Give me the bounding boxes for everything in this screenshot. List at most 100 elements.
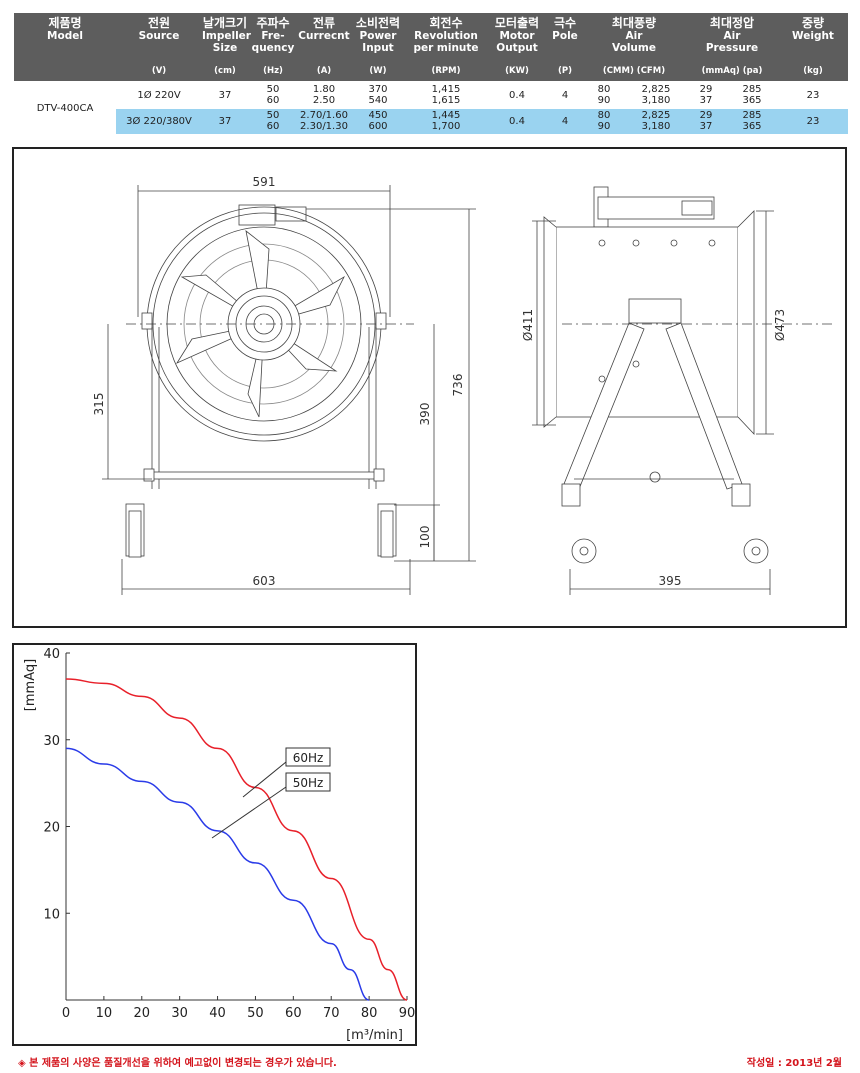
header-en-label: Volume (612, 42, 656, 54)
side-view (532, 186, 834, 595)
legend-label: 50Hz (293, 776, 324, 790)
dim-axis-height: 390 (418, 403, 432, 426)
header-en-label: Fre- (261, 30, 285, 42)
header-en-label: Source (138, 30, 180, 42)
dim-base-width: 603 (253, 574, 276, 588)
header-ko-label: 제품명 (48, 16, 82, 30)
series-line-50hz (65, 747, 370, 1001)
header-en-label: per minute (413, 42, 479, 54)
pole-cell: 4 (561, 90, 569, 101)
header-en-label: Size (212, 42, 238, 54)
header-ko-label: 중량 (801, 16, 825, 30)
header-unit: (W) (369, 66, 387, 76)
legend-label: 60Hz (293, 751, 324, 765)
header-en-label: Output (496, 42, 538, 54)
dim-width-top: 591 (253, 175, 276, 189)
header-unit: (kg) (803, 66, 823, 76)
y-tick-label: 30 (43, 734, 60, 749)
header-en-label: Pressure (705, 42, 759, 54)
header-unit: (RPM) (431, 66, 461, 76)
footer-date: 작성일 : 2013년 2월 (746, 1058, 842, 1069)
front-view (102, 185, 476, 595)
header-en-label: Currecnt (298, 30, 350, 42)
header-en-label: Air (625, 30, 643, 42)
pole-cell: 4 (561, 116, 569, 127)
header-ko-label: 날개크기 (202, 16, 248, 30)
header-unit: (V) (151, 66, 167, 76)
header-en-label: Power (359, 30, 397, 42)
x-tick-label: 90 (399, 1006, 415, 1021)
technical-drawing: 591 315 390 736 100 603 Ø411 Ø473 395 (12, 147, 847, 628)
header-en-label: Input (362, 42, 394, 54)
x-tick-label: 70 (323, 1006, 340, 1021)
x-tick-label: 50 (247, 1006, 264, 1021)
x-tick-label: 10 (96, 1006, 113, 1021)
y-tick-label: 40 (43, 647, 60, 662)
dim-inner-diameter: Ø411 (521, 309, 535, 341)
header-unit: (KW) (505, 66, 529, 76)
x-tick-label: 60 (285, 1006, 302, 1021)
dim-total-height: 736 (451, 374, 465, 397)
dim-outer-diameter: Ø473 (773, 309, 787, 341)
x-tick-label: 40 (209, 1006, 226, 1021)
header-ko-label: 모터출력 (494, 16, 540, 30)
header-unit: (P) (558, 66, 572, 76)
y-tick-label: 20 (43, 821, 60, 836)
x-tick-label: 80 (361, 1006, 378, 1021)
header-unit: (CMM) (CFM) (602, 66, 666, 76)
header-ko-label: 주파수 (256, 16, 290, 30)
x-tick-label: 30 (171, 1006, 188, 1021)
header-en-label: Motor (499, 30, 535, 42)
motor-cell: 0.4 (509, 90, 525, 101)
motor-cell: 0.4 (509, 116, 525, 127)
header-unit: (A) (316, 66, 332, 76)
dim-side-base-width: 395 (659, 574, 682, 588)
header-en-label: quency (251, 42, 295, 54)
header-ko-label: 전원 (147, 16, 171, 30)
weight-cell: 23 (806, 116, 820, 127)
legend-leader-line (242, 761, 287, 798)
weight-cell: 23 (806, 90, 820, 101)
source-cell: 3Ø 220/380V (126, 116, 192, 127)
impeller-cell: 37 (218, 90, 232, 101)
header-unit: (Hz) (263, 66, 283, 76)
header-ko-label: 최대정압 (709, 16, 755, 30)
impeller-cell: 37 (218, 116, 232, 127)
source-cell: 1Ø 220V (137, 90, 181, 101)
legend-box (285, 772, 331, 792)
header-ko-label: 소비전력 (355, 16, 401, 30)
y-axis-label: [mmAq] (23, 659, 38, 711)
header-ko-label: 회전수 (429, 16, 463, 30)
header-ko-label: 최대풍량 (611, 16, 657, 30)
spec-row-single-phase (116, 83, 848, 108)
header-unit: (mmAq) (pa) (701, 66, 763, 76)
